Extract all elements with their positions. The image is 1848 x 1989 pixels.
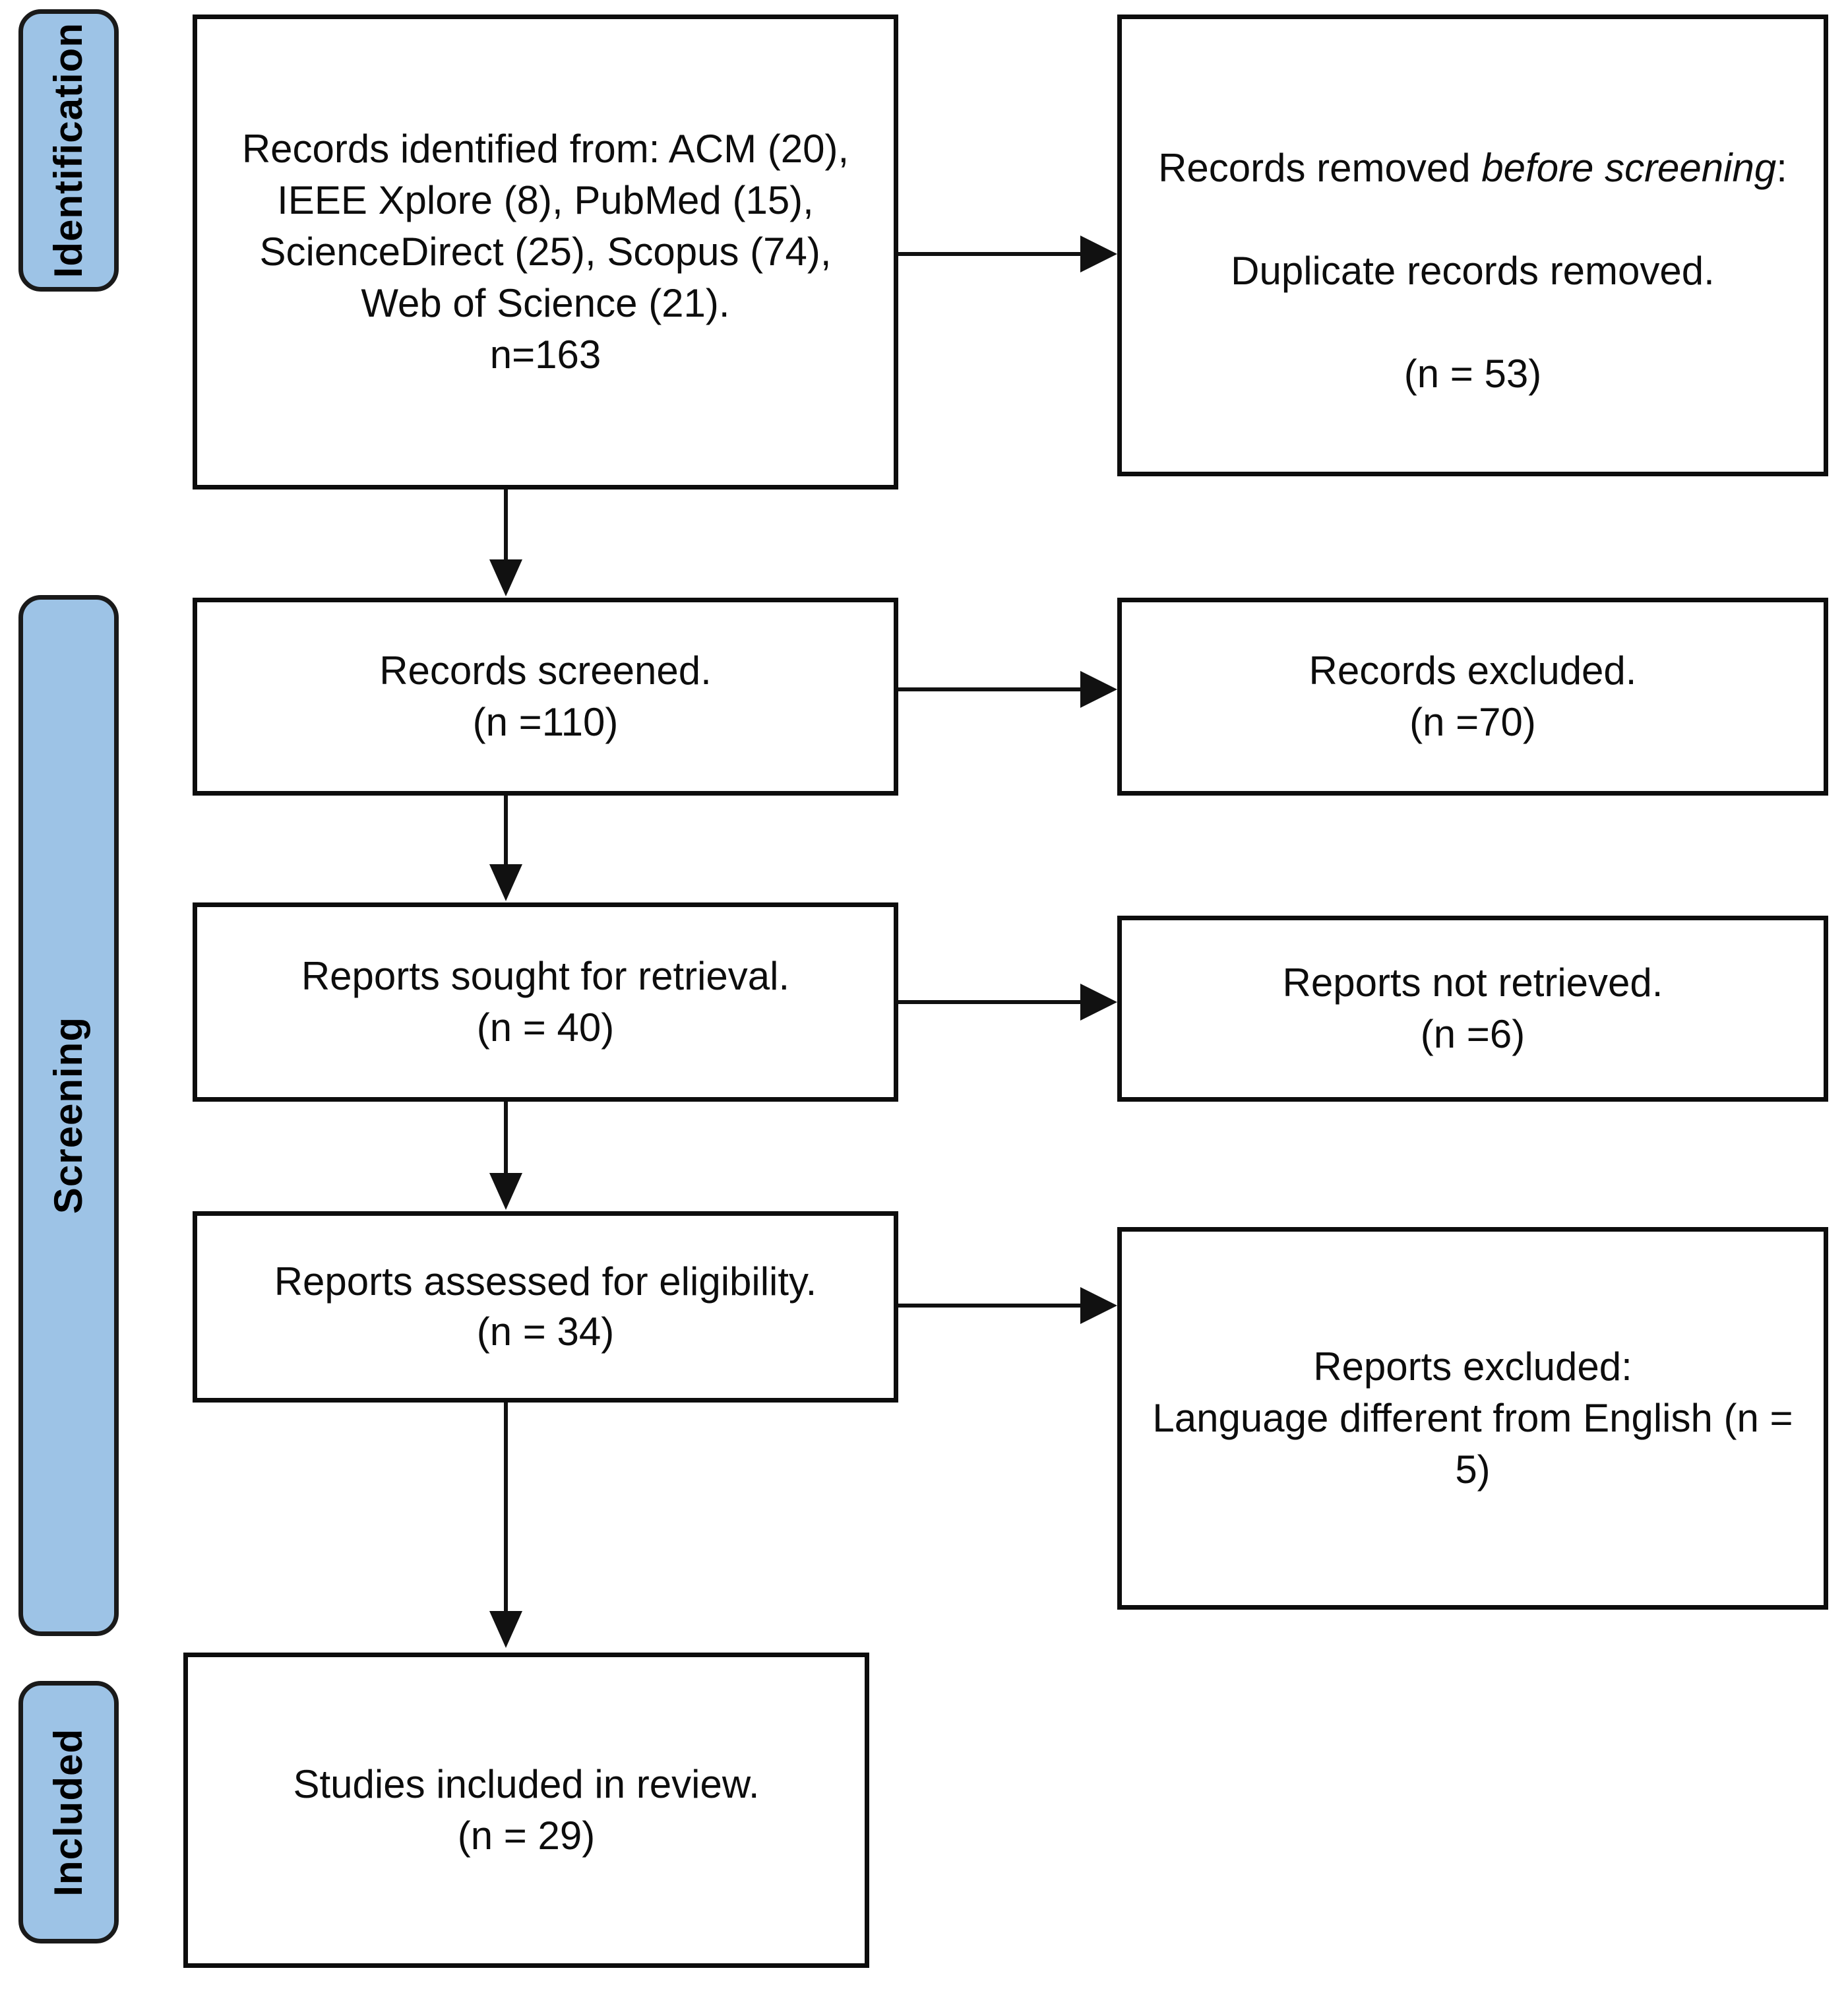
stage-label-identification: Identification [46,22,90,278]
box-reports-excluded: Reports excluded: Language different fro… [1117,1227,1828,1610]
connector-screened-to-sought [504,796,508,867]
box-records-removed: Records removed before screening: Duplic… [1117,15,1828,476]
connector-identified-to-removed [898,252,1082,256]
box-records-excluded: Records excluded. (n =70) [1117,598,1828,796]
arrowhead-assessed-to-included [489,1611,522,1648]
box-records-identified-text: Records identified from: ACM (20), IEEE … [241,127,849,377]
records-removed-line2: Duplicate records removed. [1231,249,1715,293]
box-records-removed-text: Records removed before screening: Duplic… [1141,91,1804,400]
records-removed-count: (n = 53) [1403,352,1542,396]
connector-assessed-to-excluded [898,1304,1082,1308]
stage-pill-included: Included [18,1681,119,1943]
arrowhead-screened-to-excluded [1080,671,1117,708]
connector-sought-to-assessed [504,1102,508,1176]
connector-sought-to-not-retrieved [898,1000,1082,1004]
connector-screened-to-excluded [898,687,1082,691]
box-reports-assessed: Reports assessed for eligibility. (n = 3… [193,1211,898,1403]
box-reports-excluded-text: Reports excluded: Language different fro… [1152,1344,1793,1492]
box-reports-sought-text: Reports sought for retrieval. (n = 40) [301,954,790,1050]
box-reports-not-retrieved: Reports not retrieved. (n =6) [1117,916,1828,1102]
connector-assessed-to-included [504,1403,508,1614]
stage-pill-screening: Screening [18,595,119,1636]
arrowhead-screened-to-sought [489,864,522,901]
arrowhead-sought-to-assessed [489,1173,522,1210]
arrowhead-identified-to-screened [489,559,522,596]
box-reports-assessed-text: Reports assessed for eligibility. (n = 3… [274,1259,817,1354]
arrowhead-sought-to-not-retrieved [1080,984,1117,1021]
box-studies-included-text: Studies included in review. (n = 29) [293,1762,760,1858]
box-reports-not-retrieved-text: Reports not retrieved. (n =6) [1282,961,1663,1056]
box-records-screened-text: Records screened. (n =110) [379,648,712,744]
stage-label-screening: Screening [46,1017,90,1215]
stage-pill-identification: Identification [18,9,119,292]
records-removed-line1-italic: before screening [1481,146,1777,190]
box-records-excluded-text: Records excluded. (n =70) [1309,648,1637,744]
box-records-identified: Records identified from: ACM (20), IEEE … [193,15,898,489]
arrowhead-identified-to-removed [1080,236,1117,272]
box-records-screened: Records screened. (n =110) [193,598,898,796]
connector-identified-to-screened [504,489,508,562]
box-reports-sought: Reports sought for retrieval. (n = 40) [193,902,898,1102]
arrowhead-assessed-to-excluded [1080,1287,1117,1324]
box-studies-included: Studies included in review. (n = 29) [183,1653,869,1968]
records-removed-line1-prefix: Records removed [1158,146,1482,190]
stage-label-included: Included [46,1728,90,1897]
records-removed-line1-suffix: : [1776,146,1787,190]
